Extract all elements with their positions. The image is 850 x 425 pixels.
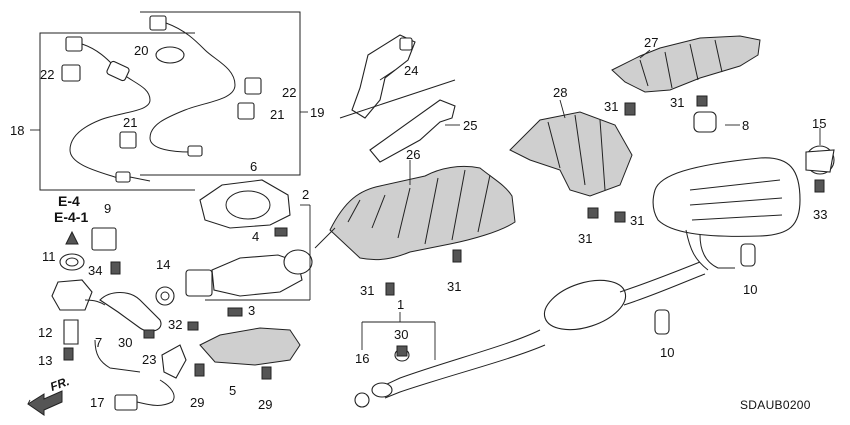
oxygen-sensor-left: [61, 36, 151, 183]
callout-10-upper[interactable]: 10: [743, 282, 758, 297]
callout-8[interactable]: 8: [742, 118, 750, 133]
bracket-9: [91, 227, 117, 251]
callout-lead-lines: [27, 49, 821, 405]
callout-9[interactable]: 9: [104, 201, 112, 216]
callout-31-b[interactable]: 31: [670, 95, 685, 110]
bracket-23: [161, 344, 187, 379]
callout-17[interactable]: 17: [90, 395, 105, 410]
callout-30[interactable]: 30: [394, 327, 409, 342]
catalytic-converter-2: [185, 204, 336, 301]
heat-shield-28: [509, 111, 633, 197]
reference-e4[interactable]: E-4: [58, 193, 80, 209]
gasket-11: [59, 253, 85, 271]
reference-arrow: [65, 230, 79, 245]
callout-1[interactable]: 1: [397, 297, 405, 312]
reference-e4-1[interactable]: E-4-1: [54, 209, 89, 225]
callout-21-left[interactable]: 21: [123, 115, 138, 130]
callout-22-right[interactable]: 22: [282, 85, 297, 100]
callout-25[interactable]: 25: [463, 118, 478, 133]
callout-24[interactable]: 24: [404, 63, 419, 78]
callout-27[interactable]: 27: [644, 35, 659, 50]
callout-16[interactable]: 16: [355, 351, 370, 366]
callout-19[interactable]: 19: [310, 105, 325, 120]
callout-14[interactable]: 14: [156, 257, 171, 272]
sensor-group-18-bracket: [30, 32, 195, 191]
callout-2[interactable]: 2: [302, 187, 310, 202]
callout-20[interactable]: 20: [134, 43, 149, 58]
rear-muffler: [652, 111, 835, 271]
hanger-10-lower: [654, 309, 670, 335]
callout-31-a[interactable]: 31: [604, 99, 619, 114]
exhaust-pipe-7: [51, 279, 162, 332]
bolts-and-nuts: [63, 95, 825, 380]
mid-pipe-resonator: [354, 261, 706, 408]
callout-13[interactable]: 13: [38, 353, 53, 368]
heat-shield-24: [351, 34, 416, 119]
callout-4[interactable]: 4: [252, 229, 260, 244]
callout-31-e[interactable]: 31: [447, 279, 462, 294]
callout-15[interactable]: 15: [812, 116, 827, 131]
callout-6[interactable]: 6: [250, 159, 258, 174]
callout-7[interactable]: 7: [95, 335, 103, 350]
callout-11[interactable]: 11: [42, 249, 56, 264]
callout-12[interactable]: 12: [38, 325, 53, 340]
callout-31-f[interactable]: 31: [360, 283, 375, 298]
sensor-group-19-bracket: [140, 11, 308, 176]
catalytic-converter-6: [199, 179, 291, 229]
hanger-10-upper: [740, 243, 756, 267]
callout-29-right[interactable]: 29: [258, 397, 273, 412]
heat-shield-27: [611, 35, 761, 93]
callout-30-left[interactable]: 30: [118, 335, 133, 350]
diagram-code: SDAUB0200: [740, 398, 811, 412]
callout-3[interactable]: 3: [248, 303, 256, 318]
callout-5[interactable]: 5: [229, 383, 237, 398]
gasket-14: [155, 286, 175, 306]
floor-heat-shield-26: [329, 165, 516, 261]
callout-10-lower[interactable]: 10: [660, 345, 675, 360]
callout-34[interactable]: 34: [88, 263, 103, 278]
heat-shield-5: [199, 327, 301, 366]
callout-22-left[interactable]: 22: [40, 67, 55, 82]
callout-31-c[interactable]: 31: [578, 231, 593, 246]
callout-26[interactable]: 26: [406, 147, 421, 162]
front-direction-arrow-icon: [27, 390, 63, 416]
callout-32[interactable]: 32: [168, 317, 183, 332]
callout-31-d[interactable]: 31: [630, 213, 645, 228]
sensor-17: [94, 339, 175, 411]
bracket-25: [369, 99, 456, 163]
callout-33[interactable]: 33: [813, 207, 828, 222]
oxygen-sensor-right: [149, 15, 262, 157]
callout-28[interactable]: 28: [553, 85, 568, 100]
callout-29-left[interactable]: 29: [190, 395, 205, 410]
callout-18[interactable]: 18: [10, 123, 25, 138]
callout-21-right[interactable]: 21: [270, 107, 285, 122]
callout-23[interactable]: 23: [142, 352, 157, 367]
